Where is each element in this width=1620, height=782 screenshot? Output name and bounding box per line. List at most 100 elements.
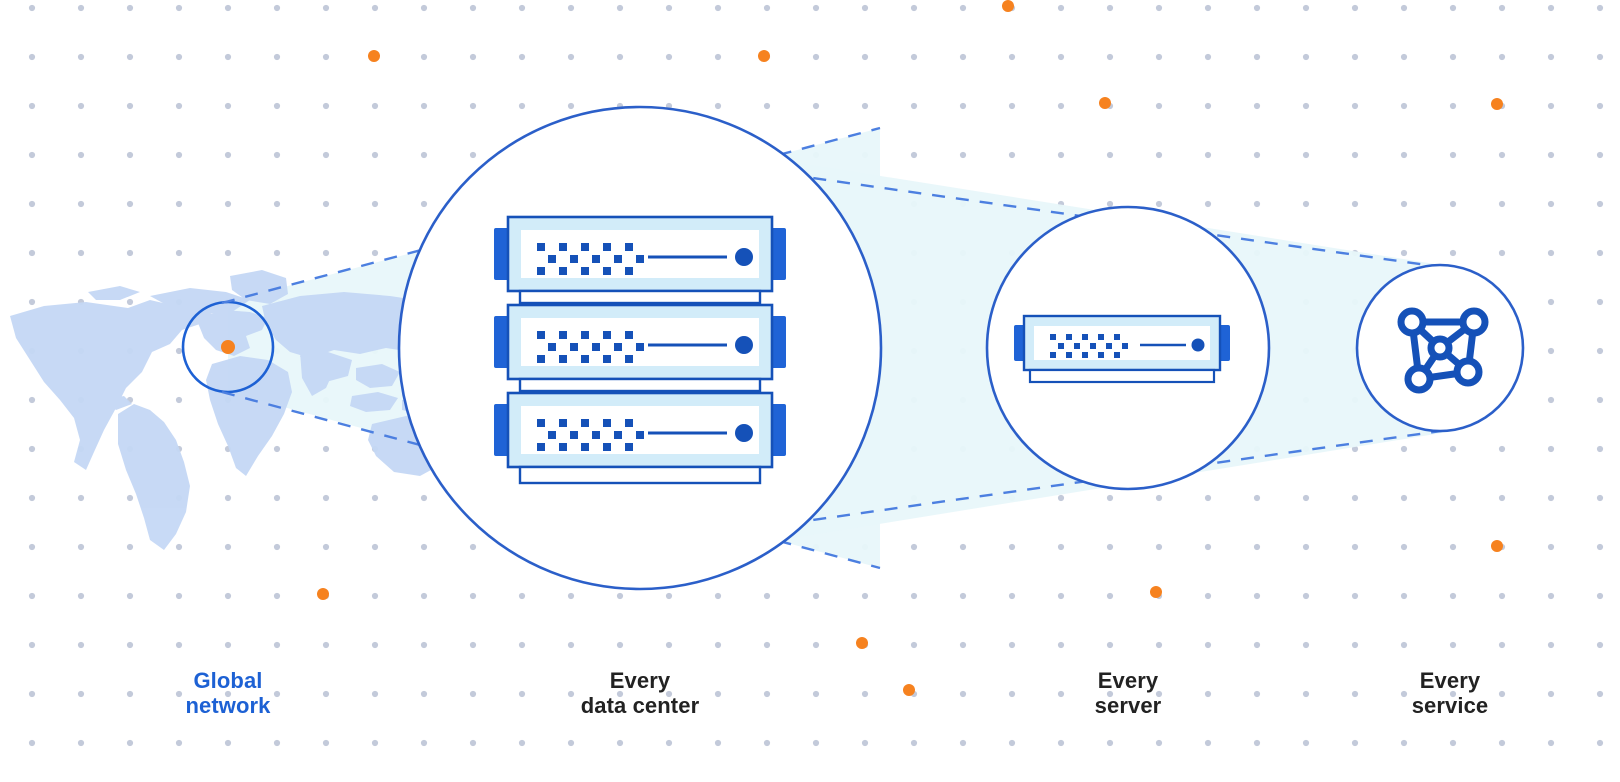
- grid-dot: [77, 102, 85, 110]
- grid-dot: [1547, 494, 1555, 502]
- grid-dot: [1400, 739, 1408, 747]
- grid-dot: [1351, 53, 1359, 61]
- grid-dot: [861, 690, 869, 698]
- grid-dot: [28, 298, 36, 306]
- grid-dot: [861, 53, 869, 61]
- grid-dot: [371, 641, 379, 649]
- grid-dot: [1253, 102, 1261, 110]
- grid-dot: [28, 249, 36, 257]
- grid-dot: [910, 151, 918, 159]
- grid-dot: [469, 4, 477, 12]
- grid-dot: [175, 690, 183, 698]
- grid-dot: [812, 641, 820, 649]
- grid-dot: [1057, 739, 1065, 747]
- grid-dot: [1400, 445, 1408, 453]
- grid-dot: [1596, 347, 1604, 355]
- grid-dot: [175, 739, 183, 747]
- grid-dot: [28, 494, 36, 502]
- accent-dot: [903, 684, 915, 696]
- grid-dot: [224, 739, 232, 747]
- grid-dot: [469, 739, 477, 747]
- accent-dot: [1002, 0, 1014, 12]
- grid-dot: [469, 543, 477, 551]
- grid-dot: [1596, 396, 1604, 404]
- grid-dot: [1057, 53, 1065, 61]
- grid-dot: [714, 641, 722, 649]
- grid-dot: [1498, 249, 1506, 257]
- grid-dot: [1351, 151, 1359, 159]
- global-network-marker-dot: [221, 340, 235, 354]
- grid-dot: [1400, 200, 1408, 208]
- grid-dot: [420, 494, 428, 502]
- grid-dot: [224, 543, 232, 551]
- grid-dot: [910, 739, 918, 747]
- grid-dot: [371, 690, 379, 698]
- grid-dot: [616, 4, 624, 12]
- grid-dot: [910, 102, 918, 110]
- grid-dot: [1547, 739, 1555, 747]
- grid-dot: [1449, 151, 1457, 159]
- grid-dot: [175, 151, 183, 159]
- grid-dot: [77, 543, 85, 551]
- stage-label-server: Every server: [1094, 668, 1162, 719]
- grid-dot: [175, 543, 183, 551]
- grid-dot: [1302, 543, 1310, 551]
- grid-dot: [273, 690, 281, 698]
- grid-dot: [959, 102, 967, 110]
- grid-dot: [1498, 494, 1506, 502]
- grid-dot: [1449, 543, 1457, 551]
- grid-dot: [763, 641, 771, 649]
- grid-dot: [959, 53, 967, 61]
- grid-dot: [420, 200, 428, 208]
- grid-dot: [1351, 445, 1359, 453]
- grid-dot: [1106, 592, 1114, 600]
- grid-dot: [1449, 494, 1457, 502]
- grid-dot: [126, 739, 134, 747]
- grid-dot: [1204, 151, 1212, 159]
- grid-dot: [469, 592, 477, 600]
- grid-dot: [77, 53, 85, 61]
- grid-dot: [1008, 690, 1016, 698]
- grid-dot: [1302, 690, 1310, 698]
- grid-dot: [371, 592, 379, 600]
- grid-dot: [28, 53, 36, 61]
- grid-dot: [224, 592, 232, 600]
- grid-dot: [469, 53, 477, 61]
- grid-dot: [1302, 494, 1310, 502]
- grid-dot: [28, 396, 36, 404]
- grid-dot: [910, 4, 918, 12]
- accent-dot: [1150, 586, 1162, 598]
- grid-dot: [812, 592, 820, 600]
- grid-dot: [1449, 445, 1457, 453]
- grid-dot: [126, 102, 134, 110]
- grid-dot: [77, 200, 85, 208]
- stage-label-global-network: Global network: [185, 668, 271, 719]
- grid-dot: [1547, 641, 1555, 649]
- grid-dot: [322, 249, 330, 257]
- grid-dot: [1498, 200, 1506, 208]
- rack-base-plate: [518, 465, 762, 485]
- grid-dot: [665, 53, 673, 61]
- grid-dot: [175, 4, 183, 12]
- grid-dot: [567, 690, 575, 698]
- grid-dot: [959, 739, 967, 747]
- grid-dot: [518, 739, 526, 747]
- grid-dot: [175, 641, 183, 649]
- grid-dot: [1351, 543, 1359, 551]
- accent-dot: [317, 588, 329, 600]
- grid-dot: [126, 200, 134, 208]
- grid-dot: [714, 592, 722, 600]
- grid-dot: [1547, 690, 1555, 698]
- grid-dot: [567, 102, 575, 110]
- grid-dot: [1547, 53, 1555, 61]
- grid-dot: [1400, 543, 1408, 551]
- grid-dot: [1498, 690, 1506, 698]
- grid-dot: [1498, 592, 1506, 600]
- grid-dot: [273, 4, 281, 12]
- grid-dot: [273, 53, 281, 61]
- grid-dot: [763, 4, 771, 12]
- grid-dot: [273, 200, 281, 208]
- grid-dot: [665, 739, 673, 747]
